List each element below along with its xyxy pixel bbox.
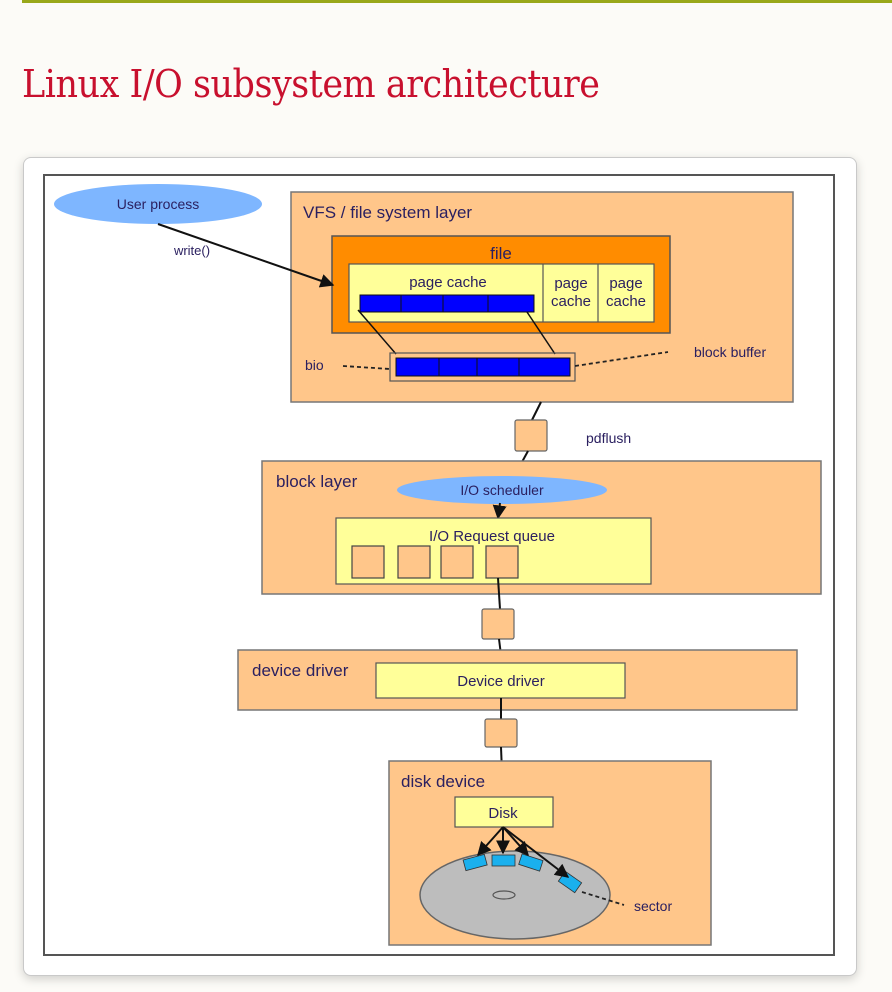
bio-label: bio [305,357,324,373]
request-items [351,545,519,579]
device-driver-box-label: Device driver [457,673,545,690]
user-process-node: User process [54,184,262,224]
request-queue-label: I/O Request queue [429,528,555,545]
page-cache-3-line1: page [609,275,642,292]
file-label: file [490,244,512,263]
io-scheduler-label: I/O scheduler [460,482,544,498]
request-item [485,545,519,579]
pdflush-label: pdflush [586,430,631,446]
page-cache-2-line2: cache [551,293,591,310]
block-buffer-label: block buffer [694,344,766,360]
page-cache-blocks [359,294,535,313]
disk-spindle [492,890,516,900]
request-item [440,545,474,579]
top-rule [22,0,892,3]
bio-frame [389,352,576,382]
write-arrow [157,223,335,288]
pdflush-box [514,419,548,452]
disk-device-label: disk device [401,772,485,791]
block-buffer [395,357,571,377]
user-process-label: User process [117,196,199,212]
page-cache-3-line2: cache [606,293,646,310]
disk-box-label: Disk [488,805,518,822]
disk-queue-box [484,718,518,748]
vfs-layer: VFS / file system layer file page cache … [290,191,794,403]
page-cache-main-label: page cache [409,274,487,291]
disk-device-layer: disk device Disk sector [388,760,712,946]
write-call-label: write() [173,243,210,258]
request-item [351,545,385,579]
driver-queue-box [481,608,515,640]
request-item [397,545,431,579]
block-layer-label: block layer [276,472,358,491]
device-driver-box [375,662,626,699]
sector-label: sector [634,898,672,914]
io-scheduler-node [397,476,607,504]
page-title: Linux I/O subsystem architecture [22,62,600,106]
device-driver-layer-label: device driver [252,661,349,680]
block-layer: block layer I/O scheduler I/O Request qu… [261,460,822,595]
page-cache-2-line1: page [554,275,587,292]
vfs-layer-label: VFS / file system layer [303,203,472,222]
device-driver-layer: device driver Device driver [237,649,798,711]
